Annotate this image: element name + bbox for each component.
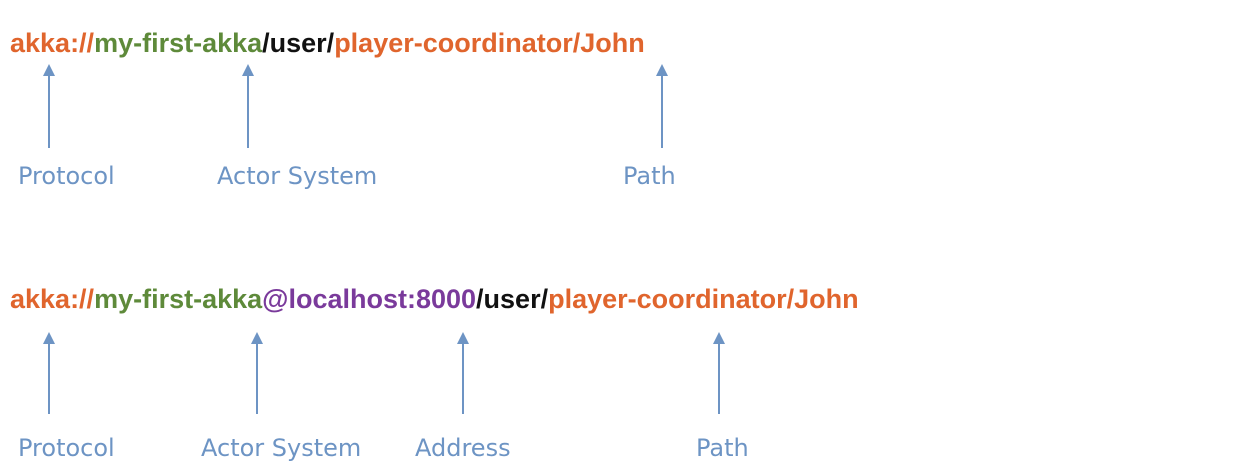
uri-path-segment: player-coordinator/John	[548, 284, 859, 314]
protocol-label: Protocol	[18, 434, 115, 462]
actor-system-arrow-icon	[251, 332, 263, 414]
path-arrow-icon	[713, 332, 725, 414]
address-arrow-icon	[457, 332, 469, 414]
actor-system-label: Actor System	[217, 162, 378, 190]
uri-user-segment: /user/	[262, 28, 335, 58]
uri-address-segment: @localhost:8000	[262, 284, 477, 314]
remote-actor-uri: akka://my-first-akka@localhost:8000/user…	[10, 283, 859, 315]
uri-actor-system-segment: my-first-akka	[94, 284, 263, 314]
protocol-arrow-icon	[43, 64, 55, 148]
actor-system-arrow-icon	[242, 64, 254, 148]
path-label: Path	[623, 162, 676, 190]
uri-protocol-segment: akka://	[10, 28, 95, 58]
actor-system-label: Actor System	[201, 434, 362, 462]
address-label: Address	[415, 434, 511, 462]
uri-user-segment: /user/	[476, 284, 549, 314]
uri-protocol-segment: akka://	[10, 284, 95, 314]
protocol-label: Protocol	[18, 162, 115, 190]
uri-path-segment: player-coordinator/John	[334, 28, 645, 58]
local-actor-uri: akka://my-first-akka/user/player-coordin…	[10, 27, 645, 59]
path-label: Path	[696, 434, 749, 462]
uri-actor-system-segment: my-first-akka	[94, 28, 263, 58]
path-arrow-icon	[656, 64, 668, 148]
protocol-arrow-icon	[43, 332, 55, 414]
